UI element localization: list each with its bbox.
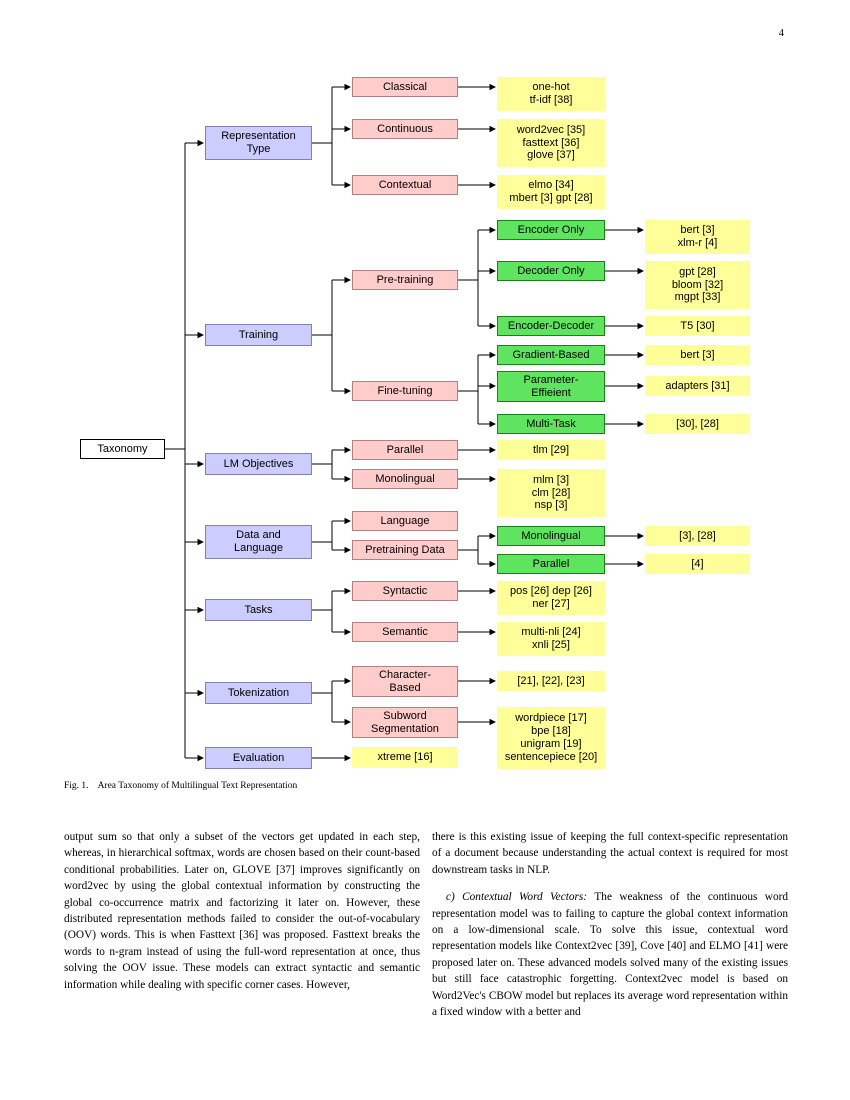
node-pretraining-data: Pretraining Data — [352, 540, 458, 560]
leaf-adapters: adapters [31] — [645, 376, 750, 396]
leaf-multinli-xnli: multi-nli [24] xnli [25] — [497, 622, 605, 656]
figure-caption-label: Fig. 1. — [64, 781, 89, 791]
node-syntactic: Syntactic — [352, 581, 458, 601]
node-lm-objectives: LM Objectives — [205, 453, 312, 475]
leaf-refs-30-28: [30], [28] — [645, 414, 750, 434]
figure-caption-text: Area Taxonomy of Multilingual Text Repre… — [97, 781, 298, 791]
node-classical: Classical — [352, 77, 458, 97]
leaf-refs-3-28: [3], [28] — [645, 526, 750, 546]
node-encoder-only: Encoder Only — [497, 220, 605, 240]
node-tasks: Tasks — [205, 599, 312, 621]
node-continuous: Continuous — [352, 119, 458, 139]
leaf-pos-dep-ner: pos [26] dep [26] ner [27] — [497, 581, 605, 615]
node-fine-tuning: Fine-tuning — [352, 381, 458, 401]
leaf-word2vec-fasttext-glove: word2vec [35] fasttext [36] glove [37] — [497, 119, 605, 167]
body-left-column: output sum so that only a subset of the … — [64, 829, 420, 993]
node-parameter-efficient: Parameter- Effieient — [497, 371, 605, 402]
node-tokenization: Tokenization — [205, 682, 312, 704]
node-parallel-objective: Parallel — [352, 440, 458, 460]
leaf-ref-4: [4] — [645, 554, 750, 574]
figure-caption: Fig. 1. Area Taxonomy of Multilingual Tex… — [64, 781, 297, 791]
node-gradient-based: Gradient-Based — [497, 345, 605, 365]
node-contextual: Contextual — [352, 175, 458, 195]
node-pre-training: Pre-training — [352, 270, 458, 290]
body-right-column: there is this existing issue of keeping … — [432, 829, 788, 1020]
leaf-wordpiece-bpe-unigram-sentencepiece: wordpiece [17] bpe [18] unigram [19] sen… — [497, 707, 605, 769]
node-training: Training — [205, 324, 312, 346]
leaf-mlm-clm-nsp: mlm [3] clm [28] nsp [3] — [497, 469, 605, 517]
taxonomy-connectors — [165, 83, 644, 762]
node-decoder-only: Decoder Only — [497, 261, 605, 281]
node-monolingual-data: Monolingual — [497, 526, 605, 546]
paragraph-right-2-text: The weakness of the continuous word repr… — [432, 891, 789, 1019]
node-character-based: Character- Based — [352, 666, 458, 697]
leaf-gpt-bloom-mgpt: gpt [28] bloom [32] mgpt [33] — [645, 261, 750, 309]
node-representation-type: Representation Type — [205, 126, 312, 160]
node-subword-segmentation: Subword Segmentation — [352, 707, 458, 738]
node-language: Language — [352, 511, 458, 531]
paragraph-right-2: c) Contextual Word Vectors: The weakness… — [432, 889, 788, 1020]
leaf-bert: bert [3] — [645, 345, 750, 365]
leaf-tlm: tlm [29] — [497, 440, 605, 460]
node-semantic: Semantic — [352, 622, 458, 642]
node-encoder-decoder: Encoder-Decoder — [497, 316, 605, 336]
node-taxonomy: Taxonomy — [80, 439, 165, 459]
leaf-refs-21-23: [21], [22], [23] — [497, 671, 605, 691]
page-number: 4 — [778, 28, 784, 39]
paragraph-left: output sum so that only a subset of the … — [64, 831, 420, 991]
leaf-one-hot-tfidf: one-hot tf-idf [38] — [497, 77, 605, 111]
leaf-xtreme: xtreme [16] — [352, 747, 458, 768]
paragraph-run-in-heading: c) Contextual Word Vectors: — [446, 891, 595, 904]
leaf-elmo-mbert-gpt: elmo [34] mbert [3] gpt [28] — [497, 175, 605, 209]
leaf-t5: T5 [30] — [645, 316, 750, 336]
node-monolingual-objective: Monolingual — [352, 469, 458, 489]
node-evaluation: Evaluation — [205, 747, 312, 769]
paragraph-right-1: there is this existing issue of keeping … — [432, 831, 788, 876]
node-parallel-data: Parallel — [497, 554, 605, 574]
node-data-and-language: Data and Language — [205, 525, 312, 559]
leaf-bert-xlmr: bert [3] xlm-r [4] — [645, 220, 750, 254]
node-multi-task: Multi-Task — [497, 414, 605, 434]
